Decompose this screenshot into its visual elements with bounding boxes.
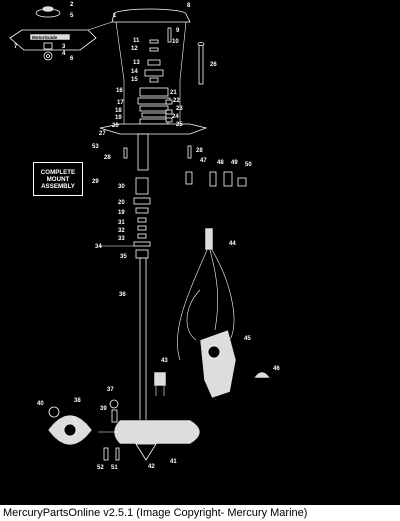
callout-25: 25 [176,122,183,128]
callout-2: 2 [70,2,74,8]
callout-8: 8 [187,3,191,9]
callout-53: 53 [92,144,99,150]
mount-label-line-1: COMPLETE [40,168,76,176]
cable-assembly [177,227,235,361]
callout-42: 42 [148,464,155,470]
callout-34: 34 [95,244,102,250]
callout-33: 33 [118,236,125,242]
callout-5: 5 [70,13,74,19]
callout-9: 9 [176,28,180,34]
callout-37: 37 [107,387,114,393]
callout-11: 11 [133,38,140,44]
head-logo-text: MotorGuide [32,35,58,40]
top-housing [111,8,191,128]
callout-13: 13 [133,60,140,66]
callout-26: 26 [210,62,217,68]
callout-45: 45 [244,336,251,342]
callout-21: 21 [170,90,177,96]
callout-30: 30 [118,184,125,190]
steering-column-stack [137,27,173,125]
callout-40: 40 [37,401,44,407]
foot-pedal [199,329,237,399]
foot-pedal-head: MotorGuide [9,5,119,61]
bracket-rod [197,42,205,85]
callout-44: 44 [229,241,236,247]
callout-20b: 20 [118,200,125,206]
callout-4: 4 [62,51,66,57]
motor-unit [47,399,201,461]
copyright-footer: MercuryPartsOnline v2.5.1 (Image Copyrig… [0,505,400,521]
callout-46: 46 [273,366,280,372]
callout-47: 47 [200,158,207,164]
base-plate [99,123,208,171]
callout-28a: 28 [196,148,203,154]
mount-label-line-2: MOUNT [46,175,70,183]
callout-43: 43 [161,358,168,364]
callout-38: 38 [74,398,81,404]
connector-plug [153,371,167,396]
callout-49: 49 [231,160,238,166]
callout-32: 32 [118,228,125,234]
small-fittings [185,171,247,187]
callout-19b: 19 [118,210,125,216]
callout-36: 36 [119,292,126,298]
callout-24: 24 [172,114,179,120]
callout-3: 3 [62,44,66,50]
complete-mount-assembly-label: COMPLETE MOUNT ASSEMBLY [33,162,83,196]
callout-19: 19 [115,115,122,121]
callout-51: 51 [111,465,118,471]
exploded-parts-diagram: MotorGuide [9,2,280,471]
callout-18: 18 [115,108,122,114]
callout-17: 17 [117,100,124,106]
callout-23: 23 [176,106,183,112]
callout-7: 7 [14,44,18,50]
callout-labels: 1 2 3 4 5 6 7 8 9 10 11 12 13 14 15 16 1… [14,2,280,471]
callout-27: 27 [99,131,106,137]
callout-35: 35 [120,254,127,260]
callout-48: 48 [217,160,224,166]
callout-41: 41 [170,459,177,465]
callout-14: 14 [131,69,138,75]
callout-29: 29 [92,179,99,185]
callout-6: 6 [70,56,74,62]
callout-15: 15 [131,77,138,83]
callout-10: 10 [172,39,179,45]
callout-16: 16 [116,88,123,94]
callout-39: 39 [100,406,107,412]
callout-50: 50 [245,162,252,168]
mount-knob [253,371,271,379]
callout-28b: 28 [104,155,111,161]
callout-52: 52 [97,465,104,471]
mount-label-line-3: ASSEMBLY [41,182,75,190]
callout-31: 31 [118,220,125,226]
callout-12: 12 [131,46,138,52]
callout-20: 20 [112,123,119,129]
callout-22: 22 [173,98,180,104]
callout-1: 1 [113,13,117,19]
